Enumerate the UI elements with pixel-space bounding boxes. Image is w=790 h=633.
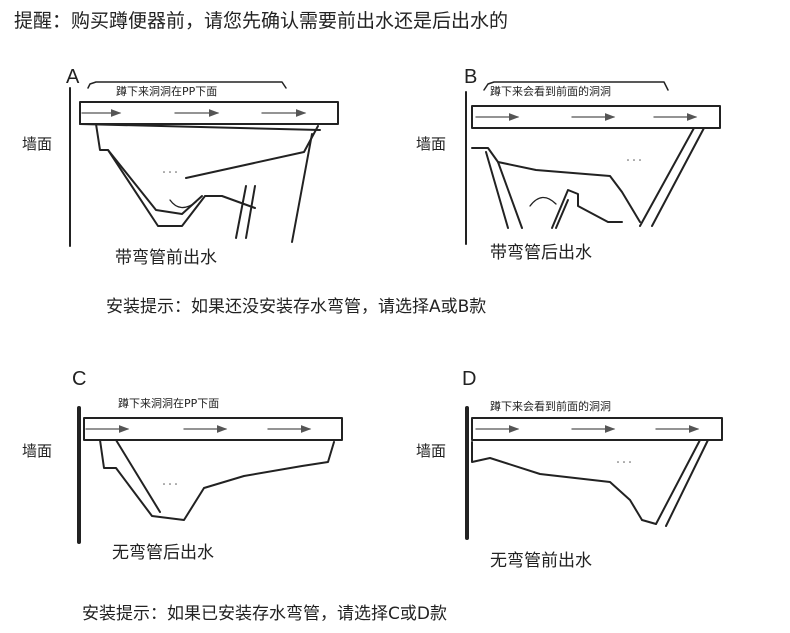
panel-a-trap-pipe <box>235 185 247 239</box>
panel-c-wall-label: 墙面 <box>22 442 53 460</box>
panel-b-bar-label: 蹲下来会看到前面的洞洞 <box>490 85 611 98</box>
panel-d-wall-label: 墙面 <box>416 442 447 460</box>
panel-a-drawing <box>69 81 339 247</box>
panel-b-caption: 带弯管后出水 <box>490 243 592 263</box>
panel-d-bar-label: 蹲下来会看到前面的洞洞 <box>490 400 611 413</box>
panel-a-bowl-outline <box>95 123 256 227</box>
panel-c-top-bar <box>83 417 343 441</box>
panel-b-drawing <box>465 81 721 245</box>
panel-b-wall-label: 墙面 <box>416 135 447 153</box>
panel-a-caption: 带弯管前出水 <box>115 248 217 268</box>
panel-b-bowl-outline <box>471 147 641 223</box>
panel-a-bar-label: 蹲下来洞洞在PP下面 <box>116 85 218 98</box>
panel-d-caption: 无弯管前出水 <box>490 551 592 571</box>
panel-a-wall-label: 墙面 <box>22 135 53 153</box>
panel-d-drawing <box>465 406 723 540</box>
panel-d-letter: D <box>462 368 477 390</box>
panel-b-letter: B <box>464 66 478 88</box>
panel-b-top-bar <box>471 105 721 129</box>
install-tip-1: 安装提示：如果还没安装存水弯管，请选择A或B款 <box>106 297 487 317</box>
panel-d-top-bar <box>471 417 723 441</box>
panel-c-caption: 无弯管后出水 <box>112 543 214 563</box>
panel-c-bar-label: 蹲下来洞洞在PP下面 <box>118 397 220 410</box>
page-title: 提醒：购买蹲便器前，请您先确认需要前出水还是后出水的 <box>14 10 509 32</box>
install-tip-2: 安装提示：如果已安装存水弯管，请选择C或D款 <box>82 604 447 624</box>
panel-d-bowl-outline <box>471 441 643 521</box>
panel-c-letter: C <box>72 368 87 390</box>
panel-a-top-bar <box>79 101 339 125</box>
panel-c-drawing <box>77 406 343 544</box>
panel-c-bowl-outline <box>99 439 335 521</box>
panel-a-letter: A <box>66 66 80 88</box>
